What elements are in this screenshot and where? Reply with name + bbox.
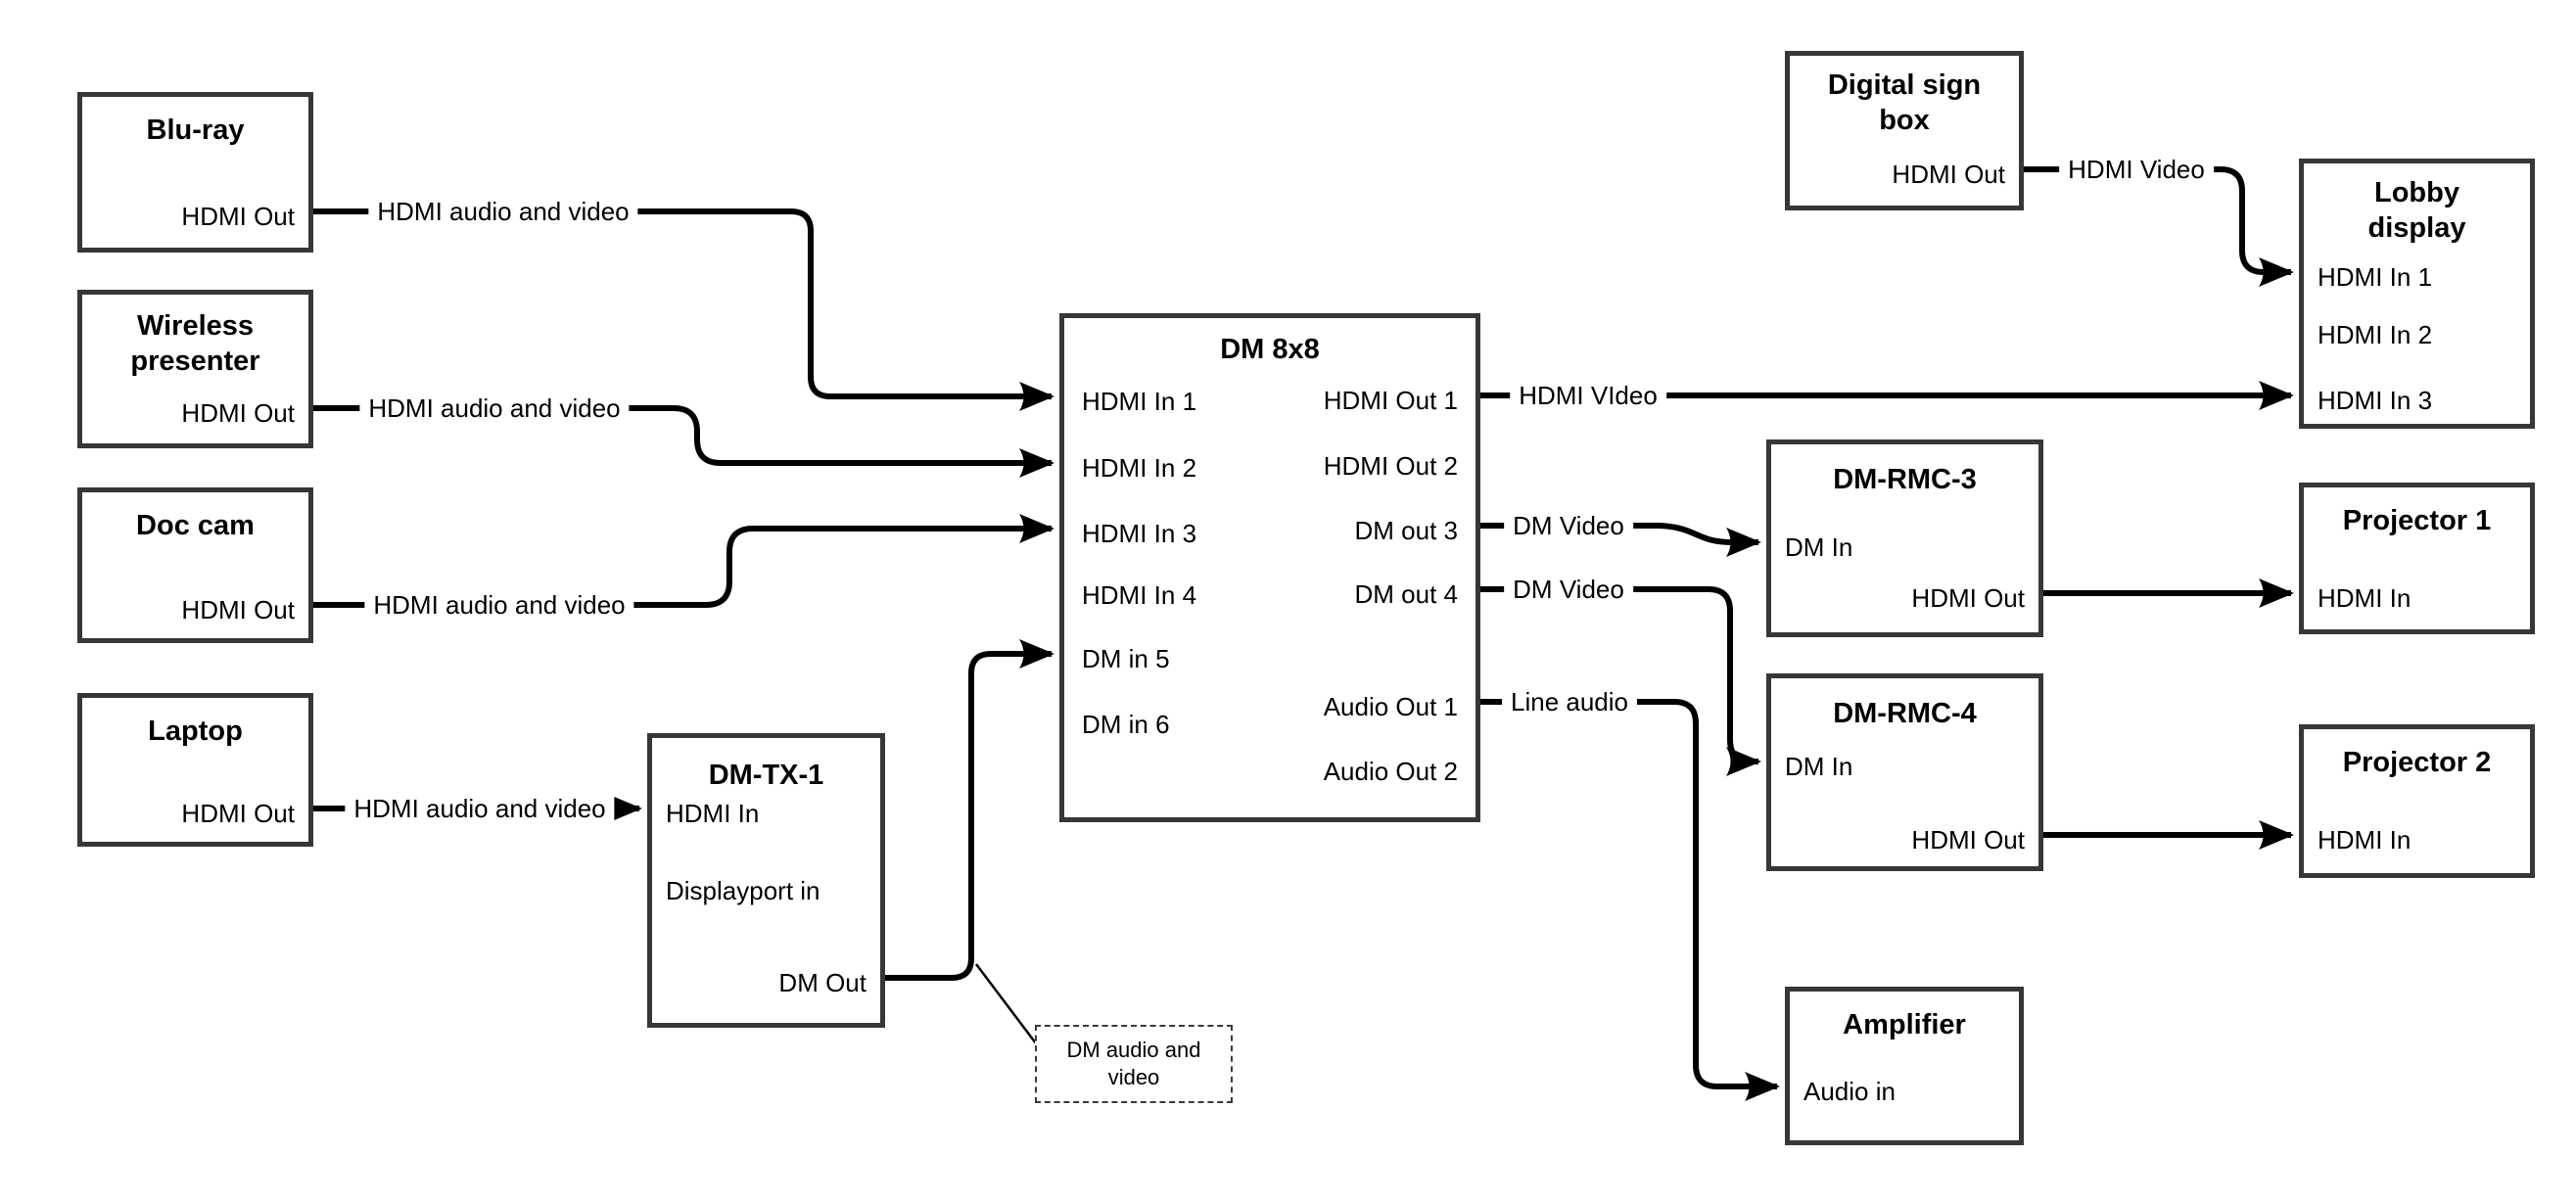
node-title: Doc cam (136, 510, 255, 541)
port-dmtx1-displayport-in: Displayport in (666, 876, 820, 905)
port-bluray-hdmi-out: HDMI Out (181, 202, 295, 231)
port-wireless-hdmi-out: HDMI Out (181, 398, 295, 428)
port-digitalsign-hdmi-out: HDMI Out (1892, 160, 2005, 189)
node-title: Projector 1 (2342, 505, 2492, 536)
port-lobby-hdmi-in-1: HDMI In 1 (2318, 262, 2433, 292)
callout-text: DM audio and video (1066, 1038, 1201, 1089)
node-dm-rmc-4: DM-RMC-4 DM In HDMI Out (1766, 673, 2043, 871)
wire-label-wireless: HDMI audio and video (359, 393, 630, 423)
node-title: DM-TX-1 (708, 760, 824, 791)
node-blu-ray: Blu-ray HDMI Out (77, 92, 313, 253)
wire-label-hdmi-video-1: HDMI VIdeo (1510, 381, 1666, 410)
node-wireless-presenter: Wireless presenter HDMI Out (77, 290, 313, 448)
wire-digitalsign-to-lobby (2024, 166, 2294, 287)
node-projector-1: Projector 1 HDMI In (2299, 483, 2535, 634)
node-title: DM 8x8 (1220, 334, 1320, 365)
wire-label-laptop: HDMI audio and video (345, 794, 615, 823)
port-rmc4-dm-in: DM In (1785, 752, 1853, 781)
node-title: Lobby display (2367, 177, 2466, 244)
port-amplifier-audio-in: Audio in (1803, 1077, 1896, 1106)
callout-dm-audio-video: DM audio and video (1035, 1025, 1233, 1103)
port-projector1-hdmi-in: HDMI In (2318, 583, 2412, 613)
wire-label-bluray: HDMI audio and video (368, 197, 638, 226)
node-title: Laptop (148, 716, 243, 747)
port-lobby-hdmi-in-2: HDMI In 2 (2318, 320, 2433, 349)
node-title: DM-RMC-4 (1833, 698, 1977, 729)
port-dm8x8-hdmi-in-3: HDMI In 3 (1082, 519, 1197, 548)
node-digital-sign-box: Digital sign box HDMI Out (1785, 51, 2024, 210)
port-dm8x8-audio-out-2: Audio Out 2 (1323, 757, 1458, 786)
port-doccam-hdmi-out: HDMI Out (181, 595, 295, 624)
wire-label-dm-video-3: DM Video (1504, 511, 1633, 540)
port-rmc4-hdmi-out: HDMI Out (1911, 825, 2025, 855)
port-dm8x8-hdmi-in-1: HDMI In 1 (1082, 387, 1197, 416)
node-title: Blu-ray (146, 115, 245, 146)
port-dmtx1-hdmi-in: HDMI In (666, 799, 760, 828)
port-dm8x8-dm-out-4: DM out 4 (1354, 579, 1459, 609)
port-rmc3-hdmi-out: HDMI Out (1911, 583, 2025, 613)
wire-dmout3-to-rmc3 (1480, 523, 1761, 557)
port-dm8x8-hdmi-in-2: HDMI In 2 (1082, 453, 1197, 483)
wire-wireless-to-dm8x8 (313, 405, 1054, 478)
port-dm8x8-hdmi-in-4: HDMI In 4 (1082, 580, 1197, 610)
port-dm8x8-hdmi-out-1: HDMI Out 1 (1323, 386, 1458, 415)
port-dm8x8-dm-in-5: DM in 5 (1082, 644, 1170, 673)
node-projector-2: Projector 2 HDMI In (2299, 724, 2535, 878)
node-dm-tx-1: DM-TX-1 HDMI In Displayport in DM Out (647, 733, 885, 1028)
port-dm8x8-dm-out-3: DM out 3 (1354, 516, 1459, 545)
node-title: Amplifier (1843, 1009, 1966, 1040)
wire-dmtx1-to-dm8x8 (885, 639, 1054, 981)
wire-audioout1-to-amplifier (1480, 699, 1780, 1101)
node-lobby-display: Lobby display HDMI In 1 HDMI In 2 HDMI I… (2299, 159, 2535, 429)
node-dm-8x8: DM 8x8 HDMI In 1 HDMI In 2 HDMI In 3 HDM… (1059, 313, 1480, 822)
port-projector2-hdmi-in: HDMI In (2318, 825, 2412, 855)
wire-label-line-audio: Line audio (1502, 687, 1637, 716)
wire-doccam-to-dm8x8 (313, 514, 1054, 608)
node-doc-cam: Doc cam HDMI Out (77, 487, 313, 643)
wire-label-dm-video-4: DM Video (1504, 575, 1633, 604)
wire-bluray-to-dm8x8 (313, 208, 1054, 411)
wire-label-doccam: HDMI audio and video (364, 590, 634, 620)
node-title: DM-RMC-3 (1833, 464, 1977, 495)
node-title: Projector 2 (2342, 747, 2492, 778)
port-laptop-hdmi-out: HDMI Out (181, 799, 295, 828)
wire-label-hdmi-video-2: HDMI Video (2059, 155, 2214, 184)
node-title: Digital sign box (1827, 69, 1982, 136)
node-dm-rmc-3: DM-RMC-3 DM In HDMI Out (1766, 439, 2043, 637)
node-title: Wireless presenter (130, 310, 260, 377)
wire-dmout4-to-rmc4 (1480, 586, 1761, 776)
port-dm8x8-hdmi-out-2: HDMI Out 2 (1323, 451, 1458, 481)
port-lobby-hdmi-in-3: HDMI In 3 (2318, 386, 2433, 415)
port-dm8x8-dm-in-6: DM in 6 (1082, 710, 1170, 739)
node-amplifier: Amplifier Audio in (1785, 987, 2024, 1145)
node-laptop: Laptop HDMI Out (77, 693, 313, 847)
port-dm8x8-audio-out-1: Audio Out 1 (1323, 692, 1458, 721)
callout-leader-line (975, 963, 1037, 1044)
port-rmc3-dm-in: DM In (1785, 532, 1853, 562)
port-dmtx1-dm-out: DM Out (778, 968, 866, 997)
